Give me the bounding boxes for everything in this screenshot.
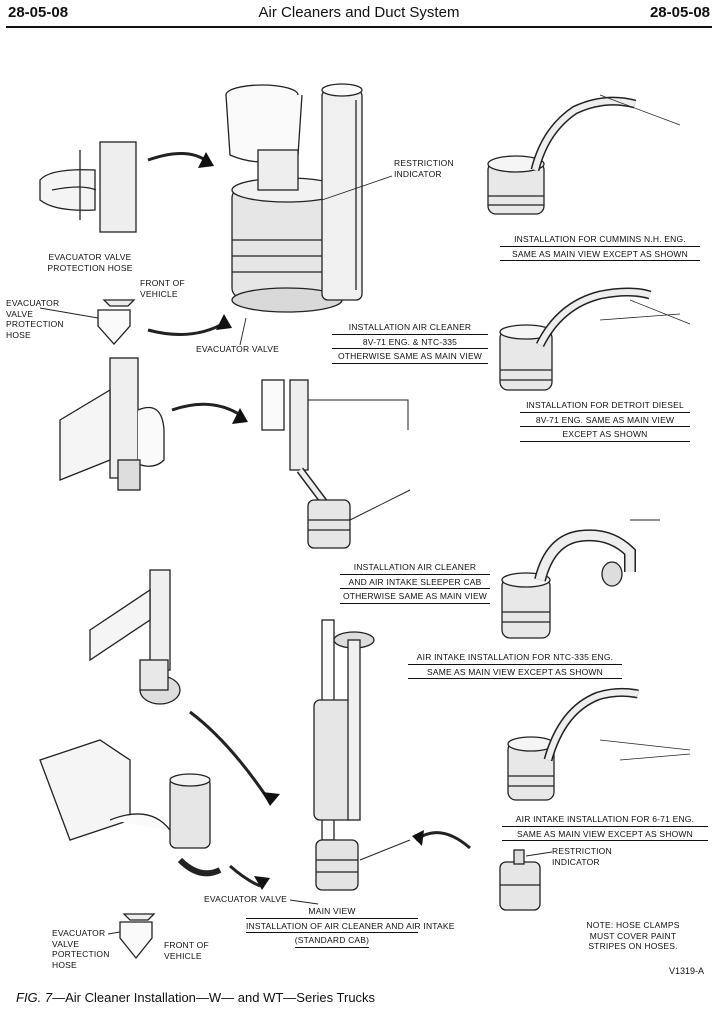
air-cleaner-ntc335: [501, 519, 660, 639]
arrow-icon: [229, 864, 261, 888]
figure-number: FIG. 7: [16, 990, 53, 1005]
figure-caption: FIG. 7—Air Cleaner Installation—W— and W…: [16, 990, 375, 1005]
label-evacuator-valve-protection-hose-top: EVACUATOR VALVE PROTECTION HOSE: [47, 252, 133, 273]
arrowhead-icon: [254, 876, 270, 890]
evacuator-hose-icon: [97, 309, 131, 345]
label-front-of-vehicle-top: FRONT OF VEHICLE: [140, 278, 185, 299]
label-restriction-indicator-bottom: RESTRICTION INDICATOR: [552, 846, 612, 867]
label-evacuator-valve-protection-hose-bottom: EVACUATOR VALVE PORTECTION HOSE: [52, 928, 110, 970]
arrowhead-icon: [198, 152, 214, 168]
caption-install-ntc335: AIR INTAKE INSTALLATION FOR NTC-335 ENG.…: [408, 652, 622, 681]
figure-caption-text: —Air Cleaner Installation—W— and WT—Seri…: [52, 990, 376, 1005]
figure-code: V1319-A: [668, 966, 704, 976]
bracket-detail-top-left: [39, 141, 137, 233]
air-cleaner-detroit: [499, 287, 691, 391]
label-restriction-indicator-top: RESTRICTION INDICATOR: [394, 158, 454, 179]
header-rule: [6, 26, 712, 28]
caption-install-cummins: INSTALLATION FOR CUMMINS N.H. ENG. SAME …: [500, 234, 700, 263]
page-number-right: 28-05-08: [649, 4, 710, 21]
page-number-left: 28-05-08: [8, 4, 69, 21]
air-cleaner-671: [507, 687, 691, 801]
evacuator-hose-icon: [119, 921, 153, 960]
bracket-detail-middle-left: [59, 357, 165, 491]
arrow-icon: [147, 151, 209, 164]
label-evacuator-valve-top: EVACUATOR VALVE: [196, 344, 279, 354]
air-cleaner-cummins: [487, 94, 681, 215]
label-evacuator-valve-bottom: EVACUATOR VALVE: [204, 894, 287, 904]
label-front-of-vehicle-bottom: FRONT OF VEHICLE: [164, 940, 209, 961]
arrowhead-icon: [262, 792, 280, 806]
caption-install-sleeper: INSTALLATION AIR CLEANER AND AIR INTAKE …: [340, 562, 490, 606]
air-cleaner-top-main: [225, 83, 363, 313]
evacuator-hose-icon: [102, 299, 136, 307]
bracket-detail-lower-left: [89, 569, 181, 705]
arrowhead-icon: [412, 830, 424, 846]
evacuator-hose-icon: [122, 913, 156, 921]
arrowhead-icon: [232, 408, 248, 424]
arrow-icon: [171, 402, 243, 418]
caption-install-detroit: INSTALLATION FOR DETROIT DIESEL 8V-71 EN…: [520, 400, 690, 444]
bracket-detail-bottom-left: [39, 739, 222, 877]
arrow-icon: [415, 831, 471, 850]
page-title: Air Cleaners and Duct System: [258, 4, 460, 21]
air-cleaner-main-view: [313, 619, 411, 891]
note-hose-clamps: NOTE: HOSE CLAMPS MUST COVER PAINT STRIP…: [586, 920, 680, 951]
arrowhead-icon: [216, 314, 232, 330]
label-evacuator-valve-protection-hose-side: EVACUATOR VALVE PROTECTION HOSE: [6, 298, 64, 340]
caption-install-671: AIR INTAKE INSTALLATION FOR 6-71 ENG. SA…: [502, 814, 708, 843]
air-cleaner-sleeper-cab: [261, 379, 411, 549]
arrow-icon: [189, 710, 272, 803]
caption-main-view: MAIN VIEW INSTALLATION OF AIR CLEANER AN…: [246, 906, 454, 950]
restriction-indicator-detail: [499, 849, 541, 911]
arrow-icon: [147, 320, 227, 336]
caption-install-8v71: INSTALLATION AIR CLEANER 8V-71 ENG. & NT…: [332, 322, 488, 366]
